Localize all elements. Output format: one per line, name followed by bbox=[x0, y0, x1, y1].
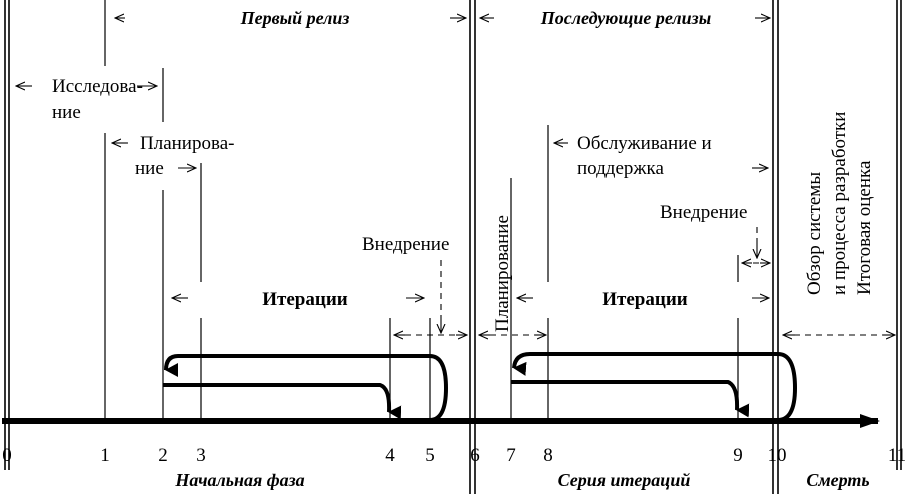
tick-1: 1 bbox=[100, 445, 110, 466]
tick-8: 8 bbox=[543, 445, 553, 466]
planning-label-2: ние bbox=[135, 158, 164, 179]
phase-boundaries bbox=[4, 0, 902, 494]
tick-5: 5 bbox=[425, 445, 435, 466]
death-item-1: Обзор системы bbox=[804, 172, 825, 295]
iteration-loop-2 bbox=[511, 380, 750, 418]
tick-0: 0 bbox=[2, 445, 12, 466]
tick-4: 4 bbox=[385, 445, 395, 466]
footer-initial-phase: Начальная фаза bbox=[174, 470, 304, 490]
iterations-2-label: Итерации bbox=[602, 289, 688, 310]
research-label-2: ние bbox=[52, 102, 81, 123]
deploy-1-label: Внедрение bbox=[362, 234, 449, 255]
research-label-1: Исследова- bbox=[52, 76, 143, 97]
tick-9: 9 bbox=[733, 445, 743, 466]
tick-2: 2 bbox=[158, 445, 168, 466]
maintenance-label-1: Обслуживание и bbox=[577, 133, 712, 154]
tick-6: 6 bbox=[470, 445, 480, 466]
tick-11: 11 bbox=[888, 445, 906, 466]
header-first-release: Первый релиз bbox=[240, 8, 350, 28]
tick-7: 7 bbox=[506, 445, 516, 466]
maintenance-label-2: поддержка bbox=[577, 158, 664, 179]
death-item-3: Итоговая оценка bbox=[854, 160, 875, 295]
death-item-2: и процесса разработки bbox=[829, 112, 850, 295]
iterations-1-label: Итерации bbox=[262, 289, 348, 310]
footer-iteration-series: Серия итераций bbox=[558, 470, 691, 490]
axis-ticks: 0 1 2 3 4 5 6 7 8 9 10 11 bbox=[2, 445, 906, 466]
tick-10: 10 bbox=[768, 445, 787, 466]
iteration-loop-1 bbox=[163, 383, 402, 420]
tick-3: 3 bbox=[196, 445, 206, 466]
planning-label-1: Планирова- bbox=[140, 133, 234, 154]
header-later-releases: Последующие релизы bbox=[540, 8, 711, 28]
phase-markers bbox=[104, 0, 739, 420]
planning-2-label: Планирование bbox=[492, 215, 513, 332]
deploy-2-label: Внедрение bbox=[660, 202, 747, 223]
footer-death: Смерть bbox=[806, 470, 869, 490]
